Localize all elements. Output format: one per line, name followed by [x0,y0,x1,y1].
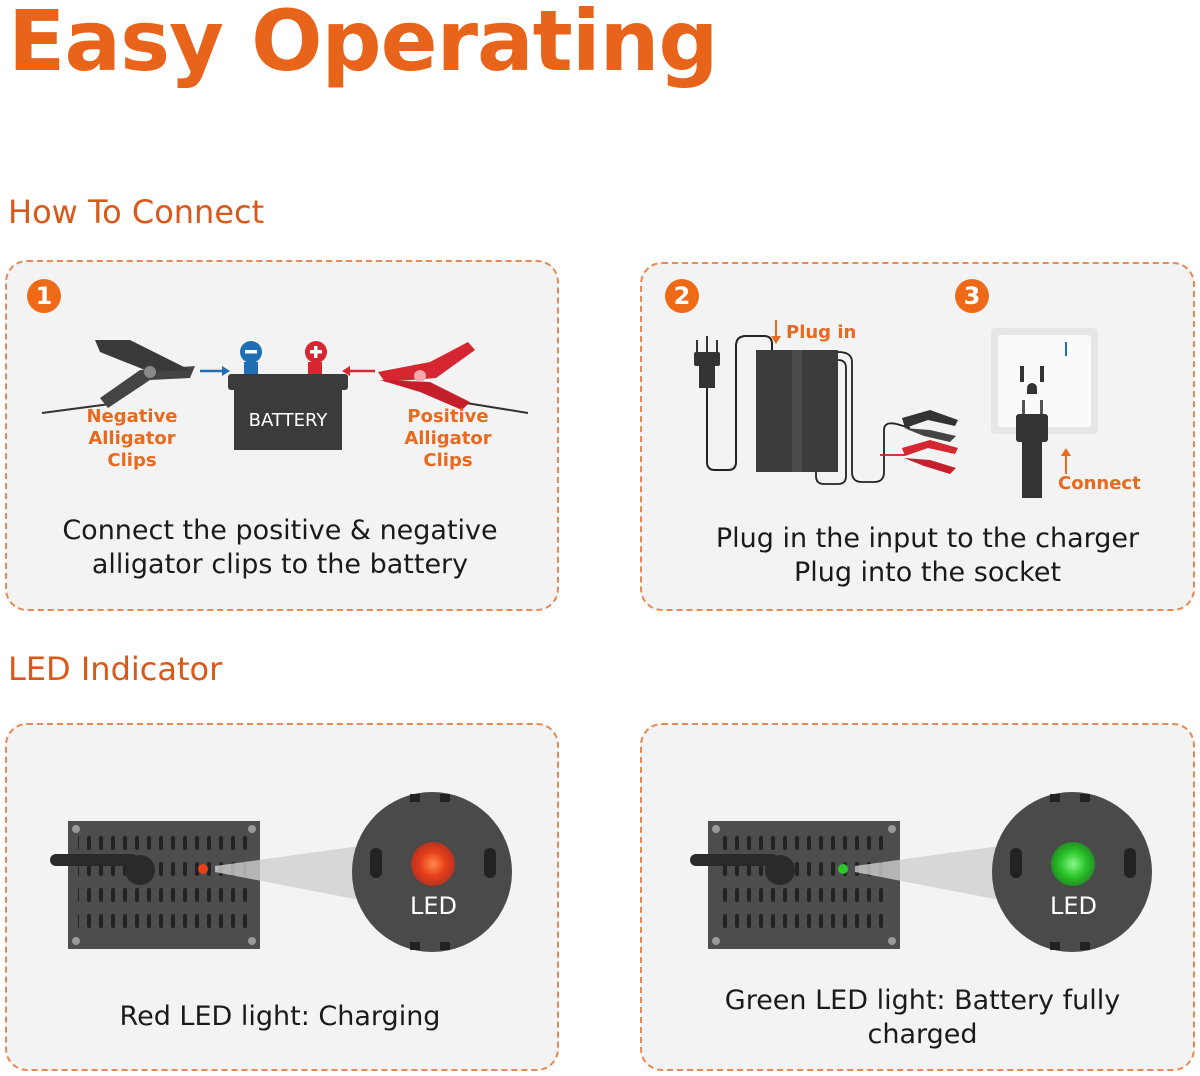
positive-label-line-1: Positive [407,406,489,427]
led-red-caption: Red LED light: Charging [119,1001,441,1032]
led-zoom-red [352,792,512,952]
battery-label: BATTERY [248,410,328,431]
card-step-2-3 [640,262,1195,611]
led-green-caption: Green LED light: Battery fully charged [655,984,1190,1052]
led-red-label: LED [410,892,458,920]
led-green-caption-line-1: Green LED light: Battery fully [724,985,1121,1016]
led-green-caption-line-2: charged [867,1019,978,1050]
step-1-caption-line-1: Connect the positive & negative [62,515,498,546]
negative-clip-icon [41,340,195,414]
charger-icon [756,350,838,472]
plug-in-label: Plug in [786,322,857,343]
inserted-plug-icon [1016,400,1048,498]
section-heading-led-indicator: LED Indicator [8,650,223,688]
step-2-badge: 2 [665,279,699,313]
battery-icon [228,341,348,450]
charger-red-icon [50,821,260,949]
red-clip-icon [902,440,958,474]
card-step-1 [5,260,559,611]
step-1-caption-line-2: alligator clips to the battery [91,549,469,580]
charger-green-icon [690,821,900,949]
positive-clips-label: Positive Alligator Clips [378,406,518,472]
led-green-label: LED [1050,892,1098,920]
connect-label: Connect [1058,473,1141,494]
positive-label-line-2: Alligator Clips [404,428,492,471]
negative-label-line-1: Negative [86,406,178,427]
section-heading-how-to-connect: How To Connect [8,193,265,231]
page-title: Easy Operating [8,0,719,90]
step-2-3-caption-line-1: Plug in the input to the charger [715,523,1140,554]
step-3-badge: 3 [955,279,989,313]
positive-clip-icon [378,342,529,414]
step-1-badge: 1 [27,279,61,313]
led-zoom-green [992,792,1152,952]
step-1-caption: Connect the positive & negative alligato… [20,514,540,582]
wall-socket-icon [991,328,1098,434]
ac-plug-icon [694,336,720,388]
black-clip-icon [902,410,958,442]
negative-label-line-2: Alligator Clips [88,428,176,471]
step-2-3-caption: Plug in the input to the charger Plug in… [660,522,1195,590]
step-2-3-caption-line-2: Plug into the socket [793,557,1062,588]
negative-clips-label: Negative Alligator Clips [62,406,202,472]
